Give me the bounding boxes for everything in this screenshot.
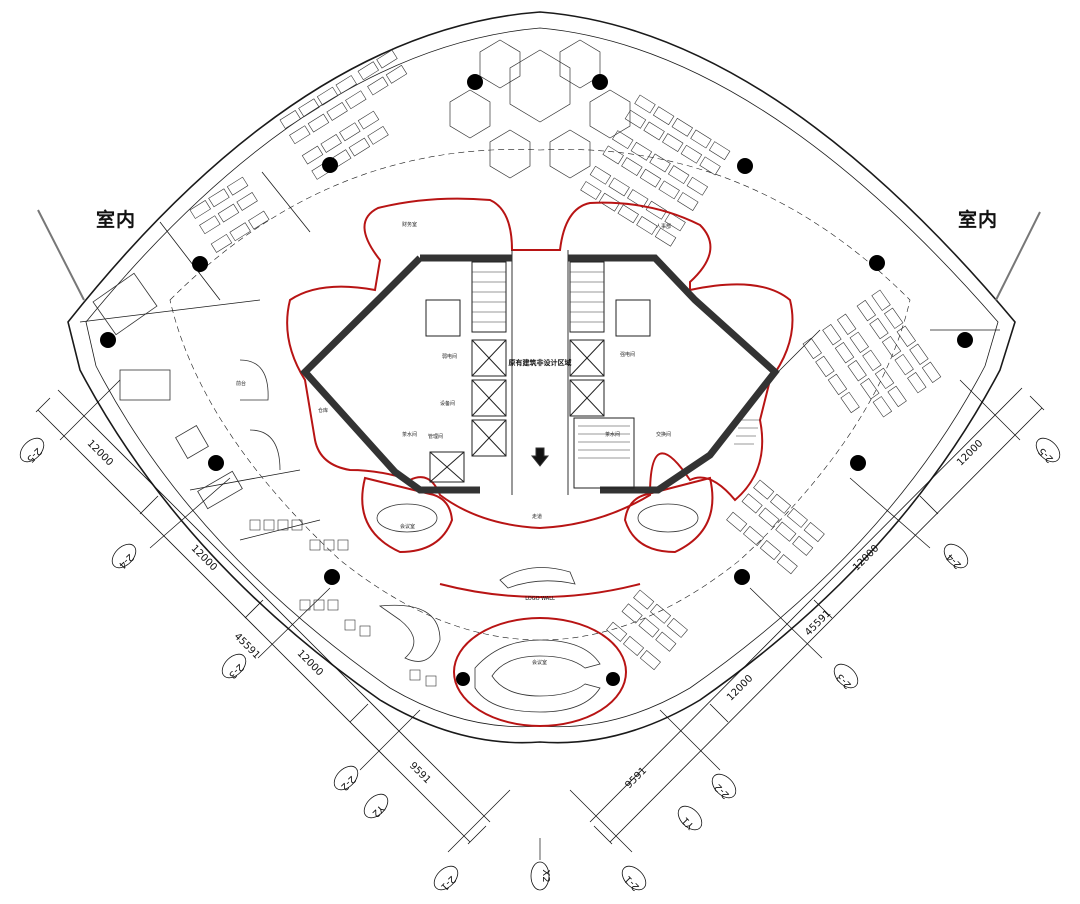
- core-walls: [300, 254, 780, 494]
- partition-lines: [79, 171, 1000, 541]
- dim-right-4: 9591: [623, 765, 649, 791]
- meeting-tables: [376, 503, 699, 713]
- column: [606, 672, 620, 686]
- room-labels: 弱电间 设备间 茶水间 管理间 仓库 强电间 茶水间 交换间 会议室 前台 人事…: [236, 221, 671, 666]
- room-label: 茶水间: [402, 431, 417, 438]
- room-label: 走道: [532, 513, 542, 520]
- column: [322, 157, 338, 173]
- dimension-text-right: 12000 12000 12000 9591 45591: [623, 438, 985, 791]
- room-label: 茶水间: [605, 431, 620, 438]
- stair-hatching: [472, 271, 760, 459]
- dim-right-1: 12000: [955, 438, 985, 468]
- column: [869, 255, 885, 271]
- left-rooms: [92, 272, 281, 510]
- axis-bottom: X2: [540, 869, 551, 882]
- building-outline: [67, 11, 1016, 744]
- room-label: 会议室: [532, 659, 547, 666]
- big-meeting-outline: [453, 617, 627, 727]
- room-label: 管理间: [428, 433, 443, 440]
- column: [192, 256, 208, 272]
- workstations: [189, 49, 942, 687]
- antenna-lines: [37, 209, 1041, 301]
- room-label: 前台: [236, 380, 246, 387]
- room-label: 人事部: [656, 223, 671, 230]
- room-label: 仓库: [318, 407, 328, 414]
- column: [456, 672, 470, 686]
- column: [850, 455, 866, 471]
- column: [734, 569, 750, 585]
- room-label: 会议室: [400, 523, 415, 530]
- axis-tags-left: 2-5 2-4 2-3 2-2 Y2 2-1 X2: [24, 445, 551, 892]
- flower-workstation-cluster: [449, 39, 631, 179]
- axis-bubbles-left: [19, 437, 550, 891]
- column: [592, 74, 608, 90]
- core-red-outlines: [286, 197, 794, 727]
- indoor-label-left: 室内: [96, 209, 137, 231]
- room-label: 交换间: [656, 431, 671, 438]
- axis-bubbles-right: [621, 437, 1061, 891]
- indoor-label-right: 室内: [958, 209, 999, 231]
- column: [957, 332, 973, 348]
- dim-right-total: 45591: [803, 608, 833, 638]
- dim-right-2: 12000: [851, 543, 881, 573]
- columns: [100, 74, 973, 686]
- column: [324, 569, 340, 585]
- logo-wall-label: LOGO WALL: [525, 596, 555, 602]
- dimension-lines-left: [35, 389, 491, 845]
- column: [737, 158, 753, 174]
- dimension-text-left: 12000 12000 12000 9591 45591: [85, 438, 433, 786]
- core-elevators: [425, 261, 651, 489]
- room-label: 强电间: [620, 351, 635, 358]
- core-center-label: 原有建筑非设计区域: [509, 358, 572, 367]
- room-label: 弱电间: [442, 353, 457, 360]
- core-corridor: [511, 250, 569, 495]
- axis-extension-lines: [59, 379, 1021, 860]
- room-label: 财务室: [402, 221, 417, 228]
- column: [100, 332, 116, 348]
- room-label: 设备间: [440, 400, 455, 407]
- column: [208, 455, 224, 471]
- column: [467, 74, 483, 90]
- dimension-lines-right: [589, 387, 1045, 845]
